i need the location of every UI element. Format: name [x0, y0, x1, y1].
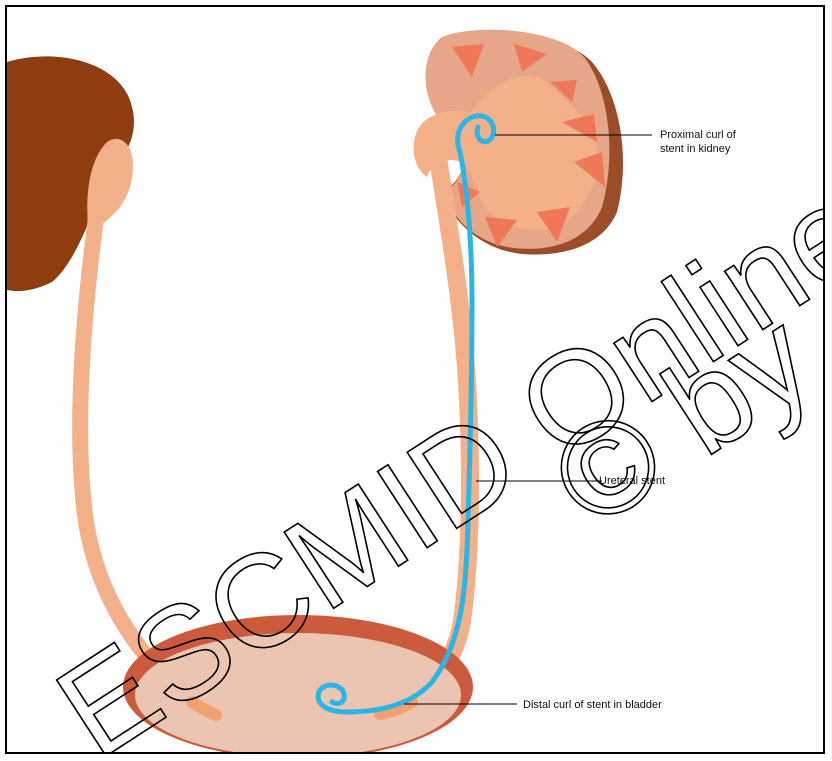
- proximal-label-line1: Proximal curl of: [660, 129, 737, 141]
- distal-label: Distal curl of stent in bladder: [523, 699, 662, 711]
- diagram-frame: Proximal curl of stent in kidney Uretera…: [5, 5, 825, 754]
- urinary-stent-diagram: Proximal curl of stent in kidney Uretera…: [7, 7, 825, 754]
- proximal-label-line2: stent in kidney: [660, 143, 731, 155]
